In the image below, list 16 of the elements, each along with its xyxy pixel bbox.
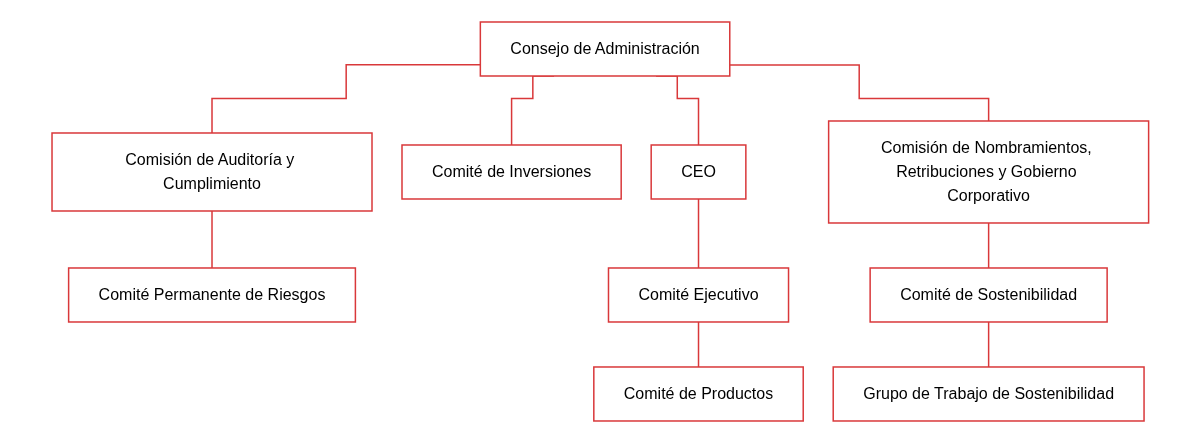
connector [697,320,699,368]
node-box: CEO [650,143,747,200]
node-box: Comité de Sostenibilidad [869,266,1108,323]
node-box: Comité Ejecutivo [607,266,789,323]
connector [987,320,990,368]
node-box: Comisión de Nombramientos, Retribuciones y Gobierno Corporativo [827,119,1150,224]
connector [697,197,699,269]
node-box: Comité Permanente de Riesgos [67,266,356,323]
node-box: Comisión de Auditoría y Cumplimiento [50,131,373,212]
node-box: Grupo de Trabajo de Sostenibilidad [832,365,1145,422]
node-box: Comité de Inversiones [400,143,622,200]
connector [210,63,481,134]
node-box: Consejo de Administración [479,20,731,77]
node-box: Comité de Productos [592,365,804,422]
connector [987,221,990,269]
connector [210,209,213,269]
